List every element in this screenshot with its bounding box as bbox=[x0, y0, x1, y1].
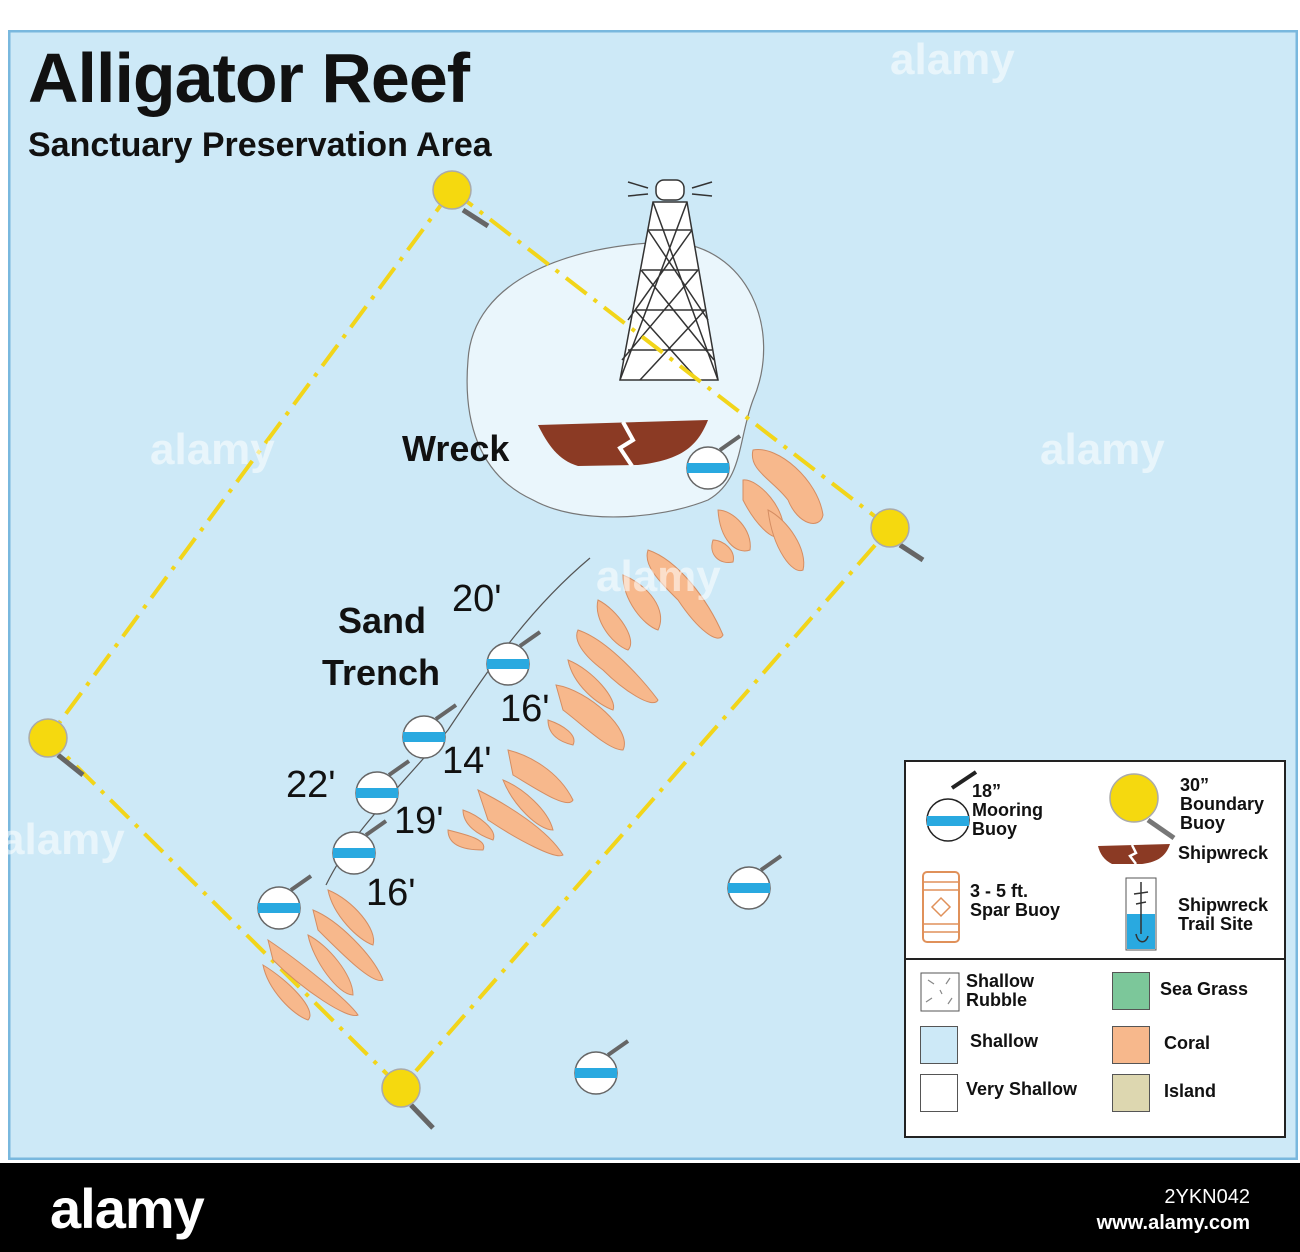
watermark-brand: alamy bbox=[50, 1177, 205, 1240]
legend-trail-site-label: Shipwreck Trail Site bbox=[1178, 895, 1269, 934]
legend-shallow-rubble-label: Shallow Rubble bbox=[966, 971, 1035, 1010]
legend-coral-label: Coral bbox=[1164, 1033, 1211, 1053]
legend-shallow-rubble-swatch bbox=[920, 972, 960, 1012]
legend-mooring-buoy-icon bbox=[926, 770, 978, 842]
reef-map bbox=[8, 30, 1298, 1160]
watermark-text: alamy bbox=[150, 425, 275, 474]
lighthouse-icon bbox=[619, 179, 719, 381]
depth-label: 22' bbox=[286, 764, 336, 806]
legend-very-shallow-label: Very Shallow bbox=[966, 1079, 1078, 1099]
legend-boundary-buoy-label: 30” Boundary Buoy bbox=[1180, 775, 1265, 833]
legend-sea-grass-label: Sea Grass bbox=[1160, 979, 1249, 999]
legend-trail-site-icon bbox=[1125, 877, 1157, 951]
legend-divider bbox=[906, 958, 1284, 960]
mooring-buoys bbox=[257, 434, 783, 1095]
wreck-label: Wreck bbox=[402, 428, 510, 469]
sand-label: Sand bbox=[338, 600, 427, 641]
watermark-text: alamy bbox=[596, 552, 721, 601]
legend-shallow-label: Shallow bbox=[970, 1031, 1039, 1051]
legend-sea-grass-swatch bbox=[1112, 972, 1150, 1010]
coral-patches bbox=[262, 449, 824, 1021]
watermark-site: www.alamy.com bbox=[1096, 1212, 1250, 1234]
depth-label: 16' bbox=[500, 688, 550, 730]
watermark-image-id: 2YKN042 bbox=[1164, 1186, 1250, 1208]
legend-spar-buoy-label: 3 - 5 ft. Spar Buoy bbox=[970, 881, 1061, 920]
depth-label: 19' bbox=[394, 800, 444, 842]
trench-label: Trench bbox=[322, 652, 441, 693]
legend-very-shallow-swatch bbox=[920, 1074, 958, 1112]
legend-coral-swatch bbox=[1112, 1026, 1150, 1064]
watermark-text: alamy bbox=[0, 815, 125, 864]
legend-shipwreck-icon bbox=[1098, 844, 1170, 865]
legend-boundary-buoy-icon bbox=[1109, 773, 1176, 841]
map-title: Alligator Reef bbox=[28, 39, 470, 117]
legend-spar-buoy-icon bbox=[922, 871, 960, 943]
legend-shallow-swatch bbox=[920, 1026, 958, 1064]
map-subtitle: Sanctuary Preservation Area bbox=[28, 126, 492, 164]
depth-label: 14' bbox=[442, 740, 492, 782]
watermark-text: alamy bbox=[890, 35, 1015, 84]
depth-label: 20' bbox=[452, 578, 502, 620]
shipwreck-icon bbox=[538, 420, 708, 468]
legend-shipwreck-label: Shipwreck bbox=[1178, 843, 1269, 863]
boundary-buoys bbox=[28, 170, 925, 1130]
depth-label: 16' bbox=[366, 872, 416, 914]
watermark-text: alamy bbox=[1040, 425, 1165, 474]
legend-island-swatch bbox=[1112, 1074, 1150, 1112]
legend-mooring-buoy-label: 18” Mooring Buoy bbox=[972, 781, 1043, 839]
watermark-banner bbox=[0, 1163, 1300, 1252]
map-legend: 18” Mooring Buoy 30” Boundary Buoy Shipw… bbox=[904, 760, 1286, 1138]
legend-island-label: Island bbox=[1164, 1081, 1217, 1101]
map-frame bbox=[8, 30, 1298, 1160]
